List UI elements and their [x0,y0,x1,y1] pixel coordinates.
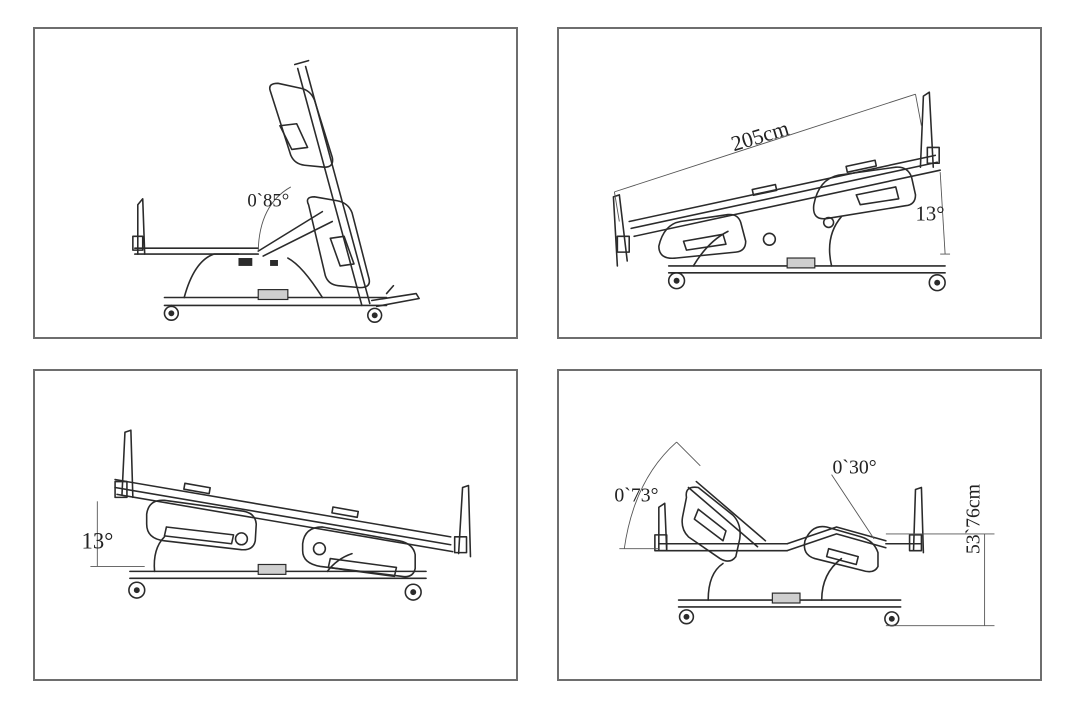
bed-drawing-profiling: 0`73° 0`30° 53`76cm [614,441,995,627]
tilt-angle-label: 13° [915,204,944,226]
height-label: 53`76cm [963,483,985,554]
back-angle-label: 0`85° [247,191,289,212]
bed-drawing-tilt-head-up: 205cm 13° [612,91,951,292]
length-label: 205cm [728,116,792,156]
back-angle-label: 0`73° [614,484,658,506]
panel-profiling-height: 0`73° 0`30° 53`76cm [557,369,1042,681]
knee-angle-label: 0`30° [833,457,877,479]
panel-standing-position: 0`85° [33,27,518,339]
bed-drawing-tilt-head-down: 13° [82,429,472,601]
panel-tilt-head-down: 13° [33,369,518,681]
panel-tilt-head-up: 205cm 13° [557,27,1042,339]
tilt-angle-label: 13° [82,529,114,554]
bed-drawing-standing: 0`85° [132,59,420,323]
